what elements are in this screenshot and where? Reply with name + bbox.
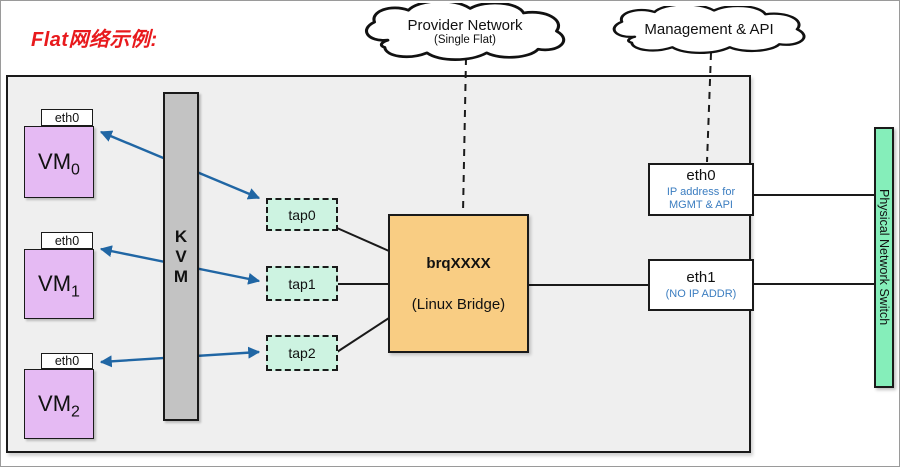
vm0-label: VM0 (38, 149, 80, 179)
management-cloud-title: Management & API (644, 21, 774, 39)
host-eth1-note: (NO IP ADDR) (665, 287, 737, 300)
host-machine-box (6, 75, 751, 453)
vm1-label: VM1 (38, 271, 80, 301)
host-eth0-note: IP address for MGMT & API (666, 185, 736, 211)
cloud-shape-icon (364, 3, 566, 61)
page-title: Flat网络示例: (31, 29, 158, 51)
host-eth0-name: eth0 (686, 166, 716, 184)
vm2-eth0-tab: eth0 (41, 353, 93, 369)
physical-network-switch-bar: Physical Network Switch (874, 127, 894, 388)
vm1-eth0-tab: eth0 (41, 232, 93, 249)
vm2-label: VM2 (38, 391, 80, 421)
switch-label: Physical Network Switch (877, 189, 891, 326)
bridge-name: brqXXXX (426, 254, 491, 272)
kvm-letter: M (173, 266, 189, 286)
provider-network-cloud: Provider Network (Single Flat) (357, 3, 573, 61)
tap2-box: tap2 (266, 335, 338, 371)
provider-cloud-title: Provider Network (407, 16, 523, 34)
provider-cloud-subtitle: (Single Flat) (434, 34, 496, 47)
vm0-eth0-tab: eth0 (41, 109, 93, 126)
cloud-shape-icon (612, 6, 806, 54)
host-eth1-name: eth1 (686, 269, 716, 287)
kvm-bar: K V M (163, 92, 199, 421)
host-eth0-box: eth0 IP address for MGMT & API (648, 163, 754, 216)
management-api-cloud: Management & API (605, 6, 813, 54)
tap1-box: tap1 (266, 266, 338, 301)
host-eth1-box: eth1 (NO IP ADDR) (648, 259, 754, 311)
linux-bridge-box: brqXXXX (Linux Bridge) (388, 214, 529, 353)
bridge-type-label: (Linux Bridge) (411, 295, 506, 313)
vm2-box: VM2 (24, 369, 94, 439)
kvm-letter: K (174, 226, 188, 246)
vm0-box: VM0 (24, 126, 94, 198)
tap0-box: tap0 (266, 198, 338, 231)
kvm-letter: V (175, 246, 187, 266)
vm1-box: VM1 (24, 249, 94, 319)
